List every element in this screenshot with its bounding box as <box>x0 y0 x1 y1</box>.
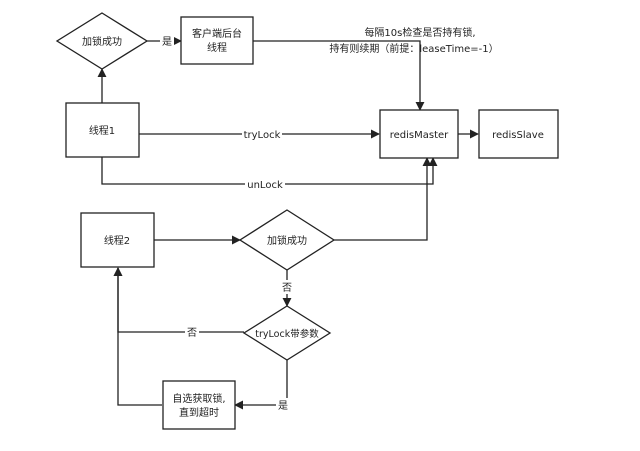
node-redis-slave-text: redisSlave <box>492 130 544 141</box>
label-no-1: 否 <box>282 282 292 294</box>
node-thread2: 线程2 <box>80 212 155 268</box>
decision-lock-success-1: 加锁成功 <box>55 12 149 70</box>
edge-trylock-param-no <box>113 267 244 333</box>
label-trylock: tryLock <box>244 130 281 141</box>
node-redis-master-text: redisMaster <box>390 130 449 141</box>
node-client-background-thread: 客户端后台 线程 <box>180 16 254 65</box>
node-redis-master: redisMaster <box>379 109 459 159</box>
edge-client-thread-to-redis-master <box>253 40 425 111</box>
decision-lock-success-2: 加锁成功 <box>238 209 336 271</box>
edge-lock-success2-to-master <box>334 157 432 241</box>
node-spin-acquire-lock: 自选获取锁, 直到超时 <box>162 380 236 430</box>
decision-lock-success-2-text: 加锁成功 <box>267 234 307 247</box>
annotation-renew-line2: 持有则续期（前提：leaseTime=-1） <box>329 42 498 55</box>
decision-trylock-with-params-text: tryLock带参数 <box>255 328 319 340</box>
edge-spin-to-thread2 <box>113 267 162 406</box>
label-yes-1: 是 <box>162 36 172 48</box>
node-client-thread-line2: 线程 <box>207 41 227 54</box>
label-no-2: 否 <box>187 327 197 339</box>
node-spin-line2: 直到超时 <box>179 406 219 419</box>
node-thread1-text: 线程1 <box>89 124 115 137</box>
node-client-thread-line1: 客户端后台 <box>192 27 242 40</box>
label-yes-2: 是 <box>278 400 288 412</box>
node-thread2-text: 线程2 <box>104 234 130 247</box>
node-spin-line1: 自选获取锁, <box>172 392 225 405</box>
decision-trylock-with-params: tryLock带参数 <box>242 305 332 361</box>
node-redis-slave: redisSlave <box>478 109 559 159</box>
label-unlock: unLock <box>247 180 283 191</box>
annotation-renew-line1: 每隔10s检查是否持有锁, <box>364 26 475 39</box>
decision-lock-success-1-text: 加锁成功 <box>82 35 122 48</box>
node-thread1: 线程1 <box>65 102 140 158</box>
